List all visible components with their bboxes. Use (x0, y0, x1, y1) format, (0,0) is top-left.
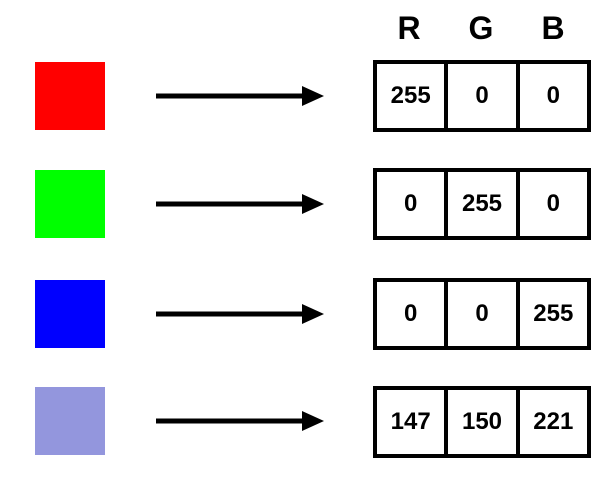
rgb-values-green: 0 255 0 (373, 168, 591, 240)
rgb-values-blue: 0 0 255 (373, 278, 591, 350)
value-r: 147 (390, 408, 431, 435)
color-swatch-blue (35, 280, 105, 348)
arrow-right-icon (156, 86, 324, 106)
arrow-right-icon (156, 194, 324, 214)
rgb-values-lavender: 147 150 221 (373, 386, 591, 458)
color-swatch-red (35, 62, 105, 130)
value-b: 255 (515, 282, 587, 346)
value-r: 0 (403, 190, 418, 217)
color-swatch-green (35, 170, 105, 238)
arrow-right-icon (156, 411, 324, 431)
header-b: B (541, 10, 565, 46)
value-r: 255 (390, 82, 431, 109)
value-b: 0 (515, 64, 587, 128)
rgb-values-red: 255 0 0 (373, 60, 591, 132)
value-g: 255 (444, 172, 515, 236)
arrow-right-icon (156, 304, 324, 324)
color-swatch-lavender (35, 387, 105, 455)
value-g: 150 (444, 390, 515, 454)
value-g: 0 (444, 64, 515, 128)
header-g: G (468, 10, 494, 46)
value-g: 0 (444, 282, 515, 346)
value-r: 0 (403, 300, 418, 327)
header-r: R (397, 10, 421, 46)
value-b: 0 (515, 172, 587, 236)
value-b: 221 (515, 390, 587, 454)
